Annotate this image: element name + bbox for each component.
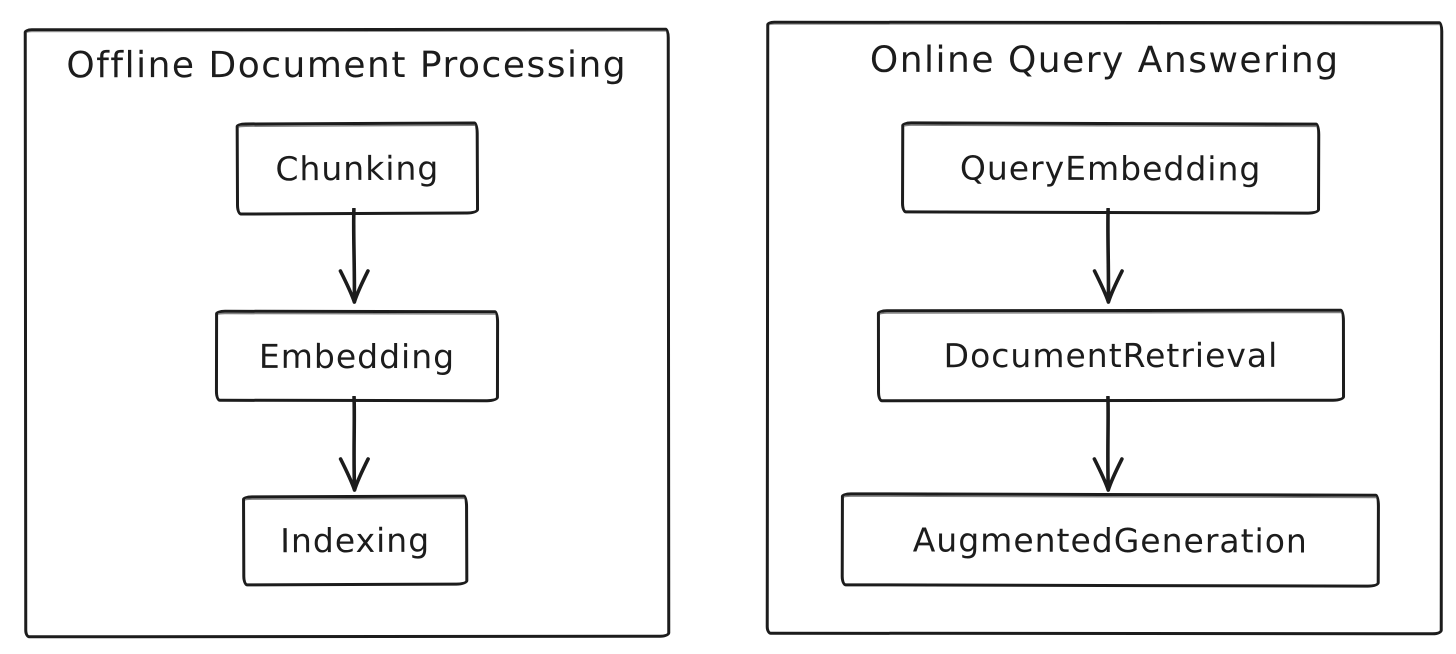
node-indexing: Indexing xyxy=(242,494,469,587)
arrow-down-icon xyxy=(338,395,370,492)
node-embedding: Embedding xyxy=(214,309,500,403)
arrow-down-icon xyxy=(1092,207,1124,304)
panel-online-query-answering: Online Query Answering QueryEmbedding Do… xyxy=(765,20,1444,636)
node-indexing-label: Indexing xyxy=(280,520,431,561)
node-document-retrieval: DocumentRetrieval xyxy=(876,308,1346,403)
node-augmented-generation-label: AugmentedGeneration xyxy=(912,519,1308,561)
node-query-embedding: QueryEmbedding xyxy=(901,121,1321,215)
arrow-down-icon xyxy=(1092,395,1124,492)
node-chunking-label: Chunking xyxy=(275,148,440,189)
node-embedding-label: Embedding xyxy=(258,336,456,376)
panel-title-online: Online Query Answering xyxy=(869,39,1340,82)
arrow-down-icon xyxy=(338,207,370,304)
panel-title-offline: Offline Document Processing xyxy=(66,44,628,87)
node-chunking: Chunking xyxy=(235,121,480,216)
panel-offline-document-processing: Offline Document Processing Chunking Emb… xyxy=(23,27,671,639)
node-document-retrieval-label: DocumentRetrieval xyxy=(943,335,1279,376)
node-query-embedding-label: QueryEmbedding xyxy=(959,148,1262,188)
node-augmented-generation: AugmentedGeneration xyxy=(840,492,1380,588)
